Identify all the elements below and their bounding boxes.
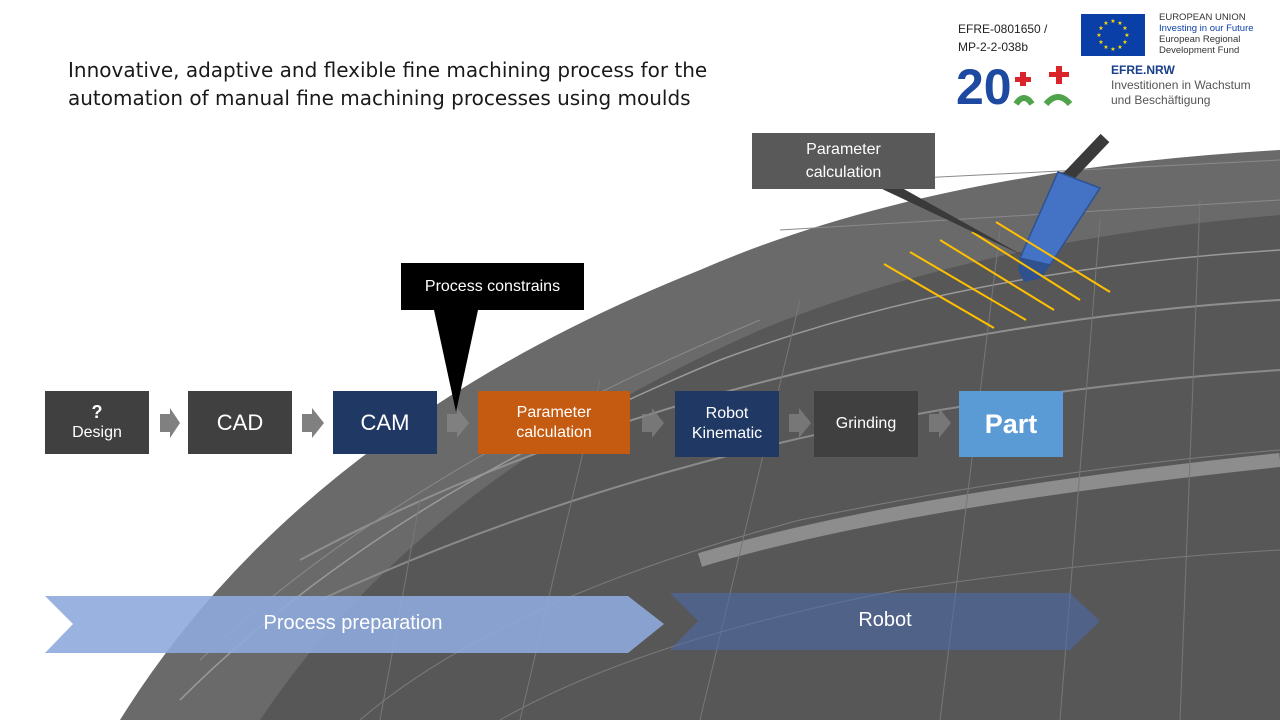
robot-phase-label: Robot xyxy=(858,609,912,631)
svg-text:★: ★ xyxy=(1117,44,1122,51)
robot-kinematic-label: Robot Kinematic xyxy=(691,405,763,442)
svg-text:★: ★ xyxy=(1098,25,1103,32)
svg-text:★: ★ xyxy=(1117,20,1122,27)
parameter-calculation-callout: Parameter calculation xyxy=(752,133,935,189)
efre-name: EFRE.NRW xyxy=(1111,63,1175,77)
process-arrows xyxy=(160,408,951,438)
parameter-calculation-callout-label: Parameter calculation xyxy=(805,141,882,181)
svg-text:★: ★ xyxy=(1103,44,1108,51)
robot-kinematic-step: Robot Kinematic xyxy=(675,391,779,457)
process-preparation-chevron xyxy=(45,596,664,653)
eu-title: EUROPEAN UNION xyxy=(1159,12,1246,23)
svg-text:★: ★ xyxy=(1096,32,1101,39)
efre-nrw-text: EFRE.NRW Investitionen in Wachstum und B… xyxy=(1111,63,1251,108)
efre-2020-logo: 20 xyxy=(956,59,1073,110)
svg-text:★: ★ xyxy=(1098,39,1103,46)
part-label: Part xyxy=(984,408,1038,439)
eu-flag-icon: ★★★★ ★★★★ ★★★★ xyxy=(1081,14,1145,56)
efre-line1: Investitionen in Wachstum xyxy=(1111,78,1251,92)
grinding-tool-icon xyxy=(1018,133,1110,282)
cad-label: CAD xyxy=(216,409,264,435)
cam-step: CAM xyxy=(333,391,437,454)
svg-text:20: 20 xyxy=(956,59,1012,110)
robot-chevron xyxy=(670,593,1100,650)
tool-path-lines xyxy=(883,221,1111,329)
page-title: Innovative, adaptive and flexible fine m… xyxy=(68,58,708,110)
process-preparation-label: Process preparation xyxy=(263,612,443,634)
svg-text:★: ★ xyxy=(1122,39,1127,46)
svg-text:★: ★ xyxy=(1124,32,1129,39)
parameter-calculation-label: Parameter calculation xyxy=(516,403,592,441)
eu-fund-line1: European Regional xyxy=(1159,34,1241,45)
efre-line2: und Beschäftigung xyxy=(1111,93,1211,107)
project-id-line1: EFRE-0801650 / xyxy=(958,22,1048,36)
parameter-calculation-step: Parameter calculation xyxy=(478,391,630,454)
design-label: Design xyxy=(72,423,122,441)
param-callout-pointer xyxy=(880,188,1024,256)
cad-step: CAD xyxy=(188,391,292,454)
eu-fund-line2: Development Fund xyxy=(1159,45,1240,56)
project-id-line2: MP-2-2-038b xyxy=(958,40,1029,54)
eu-slogan: Investing in our Future xyxy=(1159,23,1254,34)
svg-text:★: ★ xyxy=(1103,20,1108,27)
svg-text:★: ★ xyxy=(1122,25,1127,32)
cam-label: CAM xyxy=(360,409,410,435)
design-step: ? Design xyxy=(45,391,149,454)
part-step: Part xyxy=(959,391,1063,457)
eu-funding-text: EUROPEAN UNION Investing in our Future E… xyxy=(1159,12,1254,56)
process-constrains-label: Process constrains xyxy=(424,277,561,295)
project-id: EFRE-0801650 / MP-2-2-038b xyxy=(958,20,1047,56)
process-constrains-callout: Process constrains xyxy=(401,263,584,310)
svg-text:★: ★ xyxy=(1110,18,1115,25)
constraints-callout-pointer xyxy=(434,310,478,412)
svg-text:★: ★ xyxy=(1110,46,1115,53)
grinding-step: Grinding xyxy=(814,391,918,457)
design-question-mark: ? xyxy=(91,401,103,422)
grinding-label: Grinding xyxy=(835,415,897,432)
